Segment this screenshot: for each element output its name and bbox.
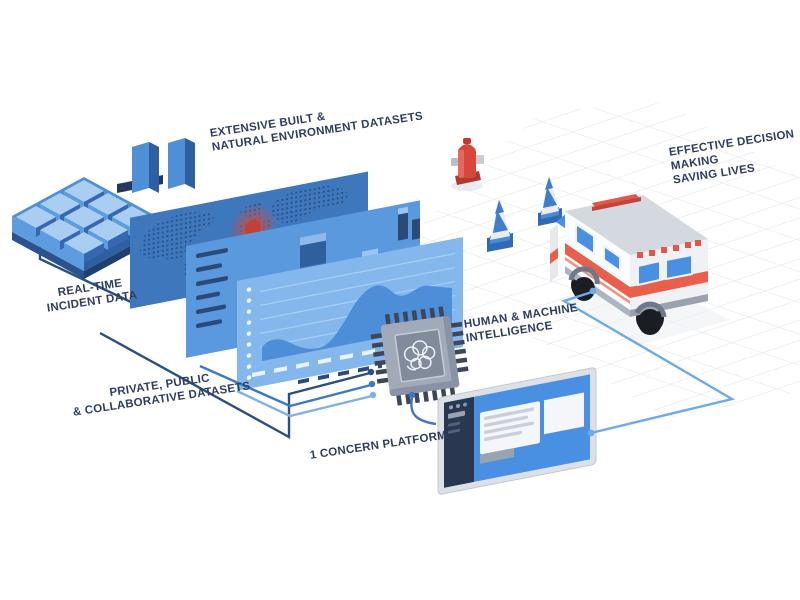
fire-hydrant-icon [451,138,484,191]
traffic-cone-icon [538,175,562,226]
city-blocks-icon [12,177,156,279]
brain-icon [403,340,436,371]
ai-chip-icon [370,306,469,406]
connector-browser-ambulance [561,287,736,437]
data-towers-icon [117,138,195,193]
connector-chip-browser [408,391,437,426]
ambulance-icon [550,194,730,345]
browser-window-icon [437,367,597,495]
trend-area [262,285,452,362]
window-dot-icon [463,402,467,407]
window-dot-icon [456,403,460,409]
traffic-cone-icon [487,198,513,252]
browser-sidebar [444,396,474,488]
window-dot-icon [449,405,453,410]
content-panel [544,392,584,435]
connectors-to-chip [99,331,377,440]
